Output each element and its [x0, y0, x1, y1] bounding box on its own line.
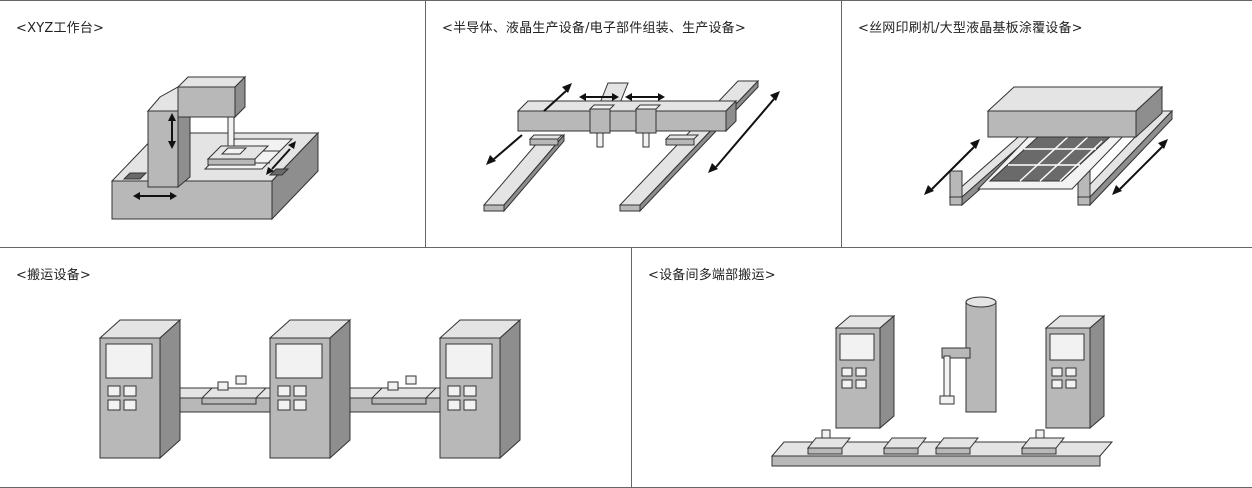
base-front — [111, 180, 273, 220]
panel-transfer: <搬运设备> — [0, 248, 632, 488]
robot-column — [965, 301, 997, 413]
tray — [370, 375, 438, 405]
panel-label: <丝网印刷机/大型液晶基板涂覆设备> — [858, 21, 1083, 36]
panel-xyz-stage: <XYZ工作台> — [0, 0, 426, 248]
pallet — [882, 437, 928, 455]
machine — [268, 318, 352, 460]
machine — [98, 318, 182, 460]
tray — [200, 375, 268, 405]
panel-label: <设备间多端部搬运> — [648, 268, 776, 283]
machine — [438, 318, 522, 460]
screen-printer-illustration — [924, 85, 1174, 207]
machine — [1044, 314, 1106, 430]
transfer-illustration — [98, 318, 522, 460]
panel-label: <半导体、液晶生产设备/电子部件组装、生产设备> — [442, 21, 746, 36]
multi-transfer-illustration — [770, 296, 1114, 467]
xyz-stage-illustration — [110, 75, 320, 221]
gantry-illustration — [482, 79, 780, 213]
pallet — [806, 429, 852, 455]
column-front — [147, 110, 179, 188]
panel-label: <XYZ工作台> — [16, 21, 105, 36]
panel-semiconductor: <半导体、液晶生产设备/电子部件组装、生产设备> — [426, 0, 842, 248]
pallet — [934, 437, 980, 455]
panel-multi-transfer: <设备间多端部搬运> — [632, 248, 1252, 488]
base-side — [271, 131, 319, 221]
panel-label: <搬运设备> — [16, 268, 91, 283]
machine — [834, 314, 896, 430]
panel-screen-printer: <丝网印刷机/大型液晶基板涂覆设备> — [842, 0, 1252, 248]
pallet — [1020, 429, 1066, 455]
